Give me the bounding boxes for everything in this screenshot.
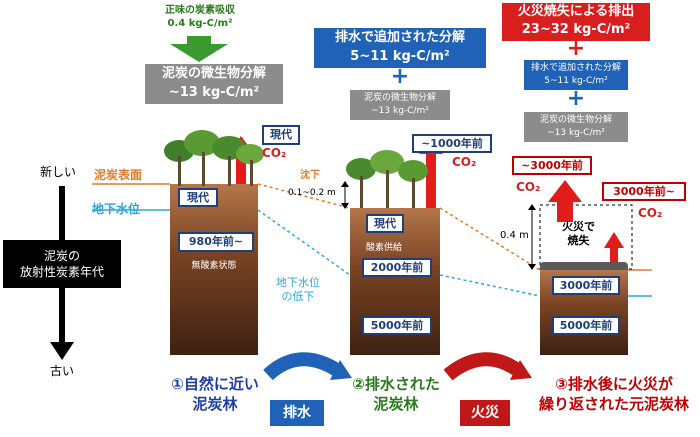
axis-title-box: 泥炭の 放射性炭素年代	[3, 240, 121, 288]
decomp-box-3: 泥炭の微生物分解 ~13 kg-C/m²	[524, 112, 628, 142]
fire-burn-label: 火災で 焼失	[562, 220, 595, 247]
drain-curve	[263, 352, 344, 381]
canopy-2	[344, 150, 434, 208]
col2-flux-age-label: ~1000年前	[412, 134, 492, 153]
ash-shrubs	[540, 262, 628, 270]
co2-label-3b: CO₂	[638, 206, 663, 220]
axis-old-label: 古い	[50, 364, 75, 378]
decomp3-value: ~13 kg-C/m²	[547, 128, 605, 138]
water-drop-label: 地下水位 の低下	[276, 276, 320, 303]
decomp3-title: 泥炭の微生物分解	[539, 115, 612, 125]
surface-fire-line	[439, 207, 541, 271]
uptake-arrow-head	[170, 44, 228, 62]
co2-arrow-3b	[604, 232, 624, 248]
drain2-title: 排水で追加された分解	[530, 63, 621, 73]
col3-flux-age-label-2: 3000年前~	[602, 182, 686, 201]
decomp1-value: ~13 kg-C/m²	[168, 85, 260, 100]
peat-column-1	[170, 184, 258, 355]
stage-2-label: ②排水された 泥炭林	[352, 375, 440, 413]
col3-flux-age-label-1: ~3000年前	[512, 156, 592, 175]
fire-depth-label: 0.4 m	[500, 230, 529, 241]
axis-new-label: 新しい	[40, 165, 77, 179]
col2-age-mid-label: 2000年前	[362, 258, 432, 277]
col2-age-low-label: 5000年前	[362, 316, 432, 335]
fire-tag: 火災	[460, 400, 510, 426]
col3-age-low-label: 5000年前	[552, 316, 620, 335]
drain-value: 5~11 kg-C/m²	[350, 49, 450, 64]
decomp-box-2: 泥炭の微生物分解 ~13 kg-C/m²	[350, 90, 450, 120]
axis-title: 泥炭の 放射性炭素年代	[19, 249, 104, 279]
net-uptake-value: 0.4 kg-C/m²	[167, 18, 233, 29]
water-table-label: 地下水位	[92, 202, 141, 216]
decomp2-value: ~13 kg-C/m²	[371, 106, 429, 116]
co2-label-2: CO₂	[452, 155, 477, 169]
subsidence-depth-label: 0.1~0.2 m	[288, 188, 336, 198]
drain-box-2: 排水で追加された分解 5~11 kg-C/m²	[524, 60, 628, 90]
surface-subsidence-line	[257, 183, 351, 209]
co2-label-3a: CO₂	[516, 180, 541, 194]
fire-box: 火災焼失による排出 23~32 kg-C/m²	[502, 3, 650, 41]
col2-present-label: 現代	[366, 214, 404, 233]
anoxic-label: 無酸素状態	[191, 261, 237, 271]
oxygen-label: 酸素供給	[366, 243, 403, 253]
water-table-drop-line	[257, 209, 351, 276]
fire-curve	[443, 352, 525, 381]
decomp1-title: 泥炭の微生物分解	[161, 66, 266, 81]
stage-3-label: ③排水後に火災が 繰り返された元泥炭林	[538, 375, 689, 413]
drain-title: 排水で追加された分解	[334, 30, 465, 45]
col3-age-mid-label: 3000年前	[552, 276, 620, 295]
plus-blue-2: +	[566, 86, 586, 111]
net-uptake-title: 正味の炭素吸収	[165, 5, 235, 16]
drain-box: 排水で追加された分解 5~11 kg-C/m²	[314, 28, 486, 68]
uptake-arrow-shaft	[187, 36, 211, 44]
fire-value: 23~32 kg-C/m²	[521, 22, 631, 37]
net-uptake-label: 正味の炭素吸収 0.4 kg-C/m²	[152, 4, 248, 30]
canopy-1	[162, 128, 266, 186]
co2-label-1: CO₂	[262, 146, 287, 160]
plus-red: +	[566, 36, 586, 61]
col1-age-label: 980年前~	[178, 232, 254, 252]
col1-present-label: 現代	[262, 125, 300, 145]
co2-arrow-3a	[548, 180, 582, 202]
drainage-tag: 排水	[270, 400, 324, 426]
subsidence-label: 沈下	[300, 170, 320, 181]
col1-top-label: 現代	[178, 188, 218, 207]
decomp2-title: 泥炭の微生物分解	[363, 93, 436, 103]
peat-surface-label: 泥炭表面	[94, 168, 143, 182]
fire-title: 火災焼失による排出	[517, 4, 635, 19]
stage-1-label: ①自然に近い 泥炭林	[171, 375, 259, 413]
drain2-value: 5~11 kg-C/m²	[544, 76, 608, 86]
plus-blue-1: +	[390, 64, 410, 89]
water-table-line-2	[439, 274, 541, 297]
decomp-box-1: 泥炭の微生物分解 ~13 kg-C/m²	[145, 64, 283, 104]
